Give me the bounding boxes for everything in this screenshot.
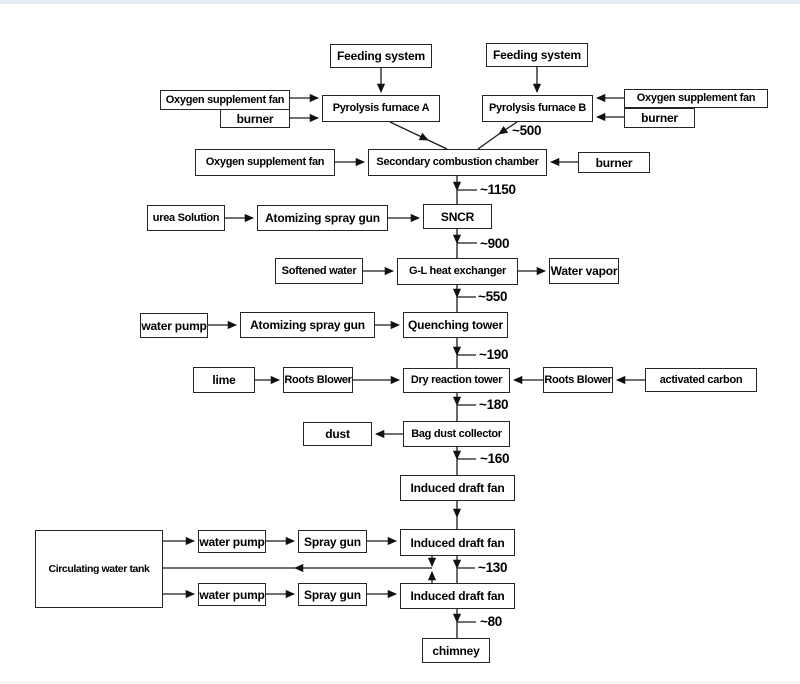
node-induced-draft-fan-1: Induced draft fan: [400, 475, 515, 501]
temp-1150: ~1150: [480, 182, 516, 197]
node-sncr: SNCR: [423, 204, 492, 229]
node-induced-draft-fan-3: Induced draft fan: [400, 583, 515, 609]
temp-180: ~180: [479, 397, 509, 412]
node-urea-solution: urea Solution: [147, 205, 225, 231]
node-softened-water: Softened water: [275, 258, 363, 284]
node-quenching-tower: Quenching tower: [403, 312, 508, 338]
temp-550: ~550: [478, 289, 508, 304]
window-top-border: [0, 0, 800, 4]
node-feeding-system-a: Feeding system: [330, 44, 432, 68]
node-circulating-water-tank: Circulating water tank: [35, 530, 163, 608]
node-dust: dust: [303, 422, 372, 446]
node-oxygen-supplement-fan-right: Oxygen supplement fan: [624, 89, 768, 108]
window-bottom-border: [0, 682, 800, 683]
node-dry-reaction-tower: Dry reaction tower: [403, 368, 510, 393]
node-burner-right: burner: [624, 108, 695, 128]
node-spray-gun-lower: Spray gun: [298, 583, 367, 606]
node-bag-dust-collector: Bag dust collector: [403, 421, 510, 447]
temp-500: ~500: [512, 123, 542, 138]
node-secondary-combustion-chamber: Secondary combustion chamber: [368, 149, 547, 176]
node-water-pump-lower: water pump: [198, 583, 266, 606]
node-feeding-system-b: Feeding system: [486, 43, 588, 67]
node-water-pump-quench: water pump: [140, 313, 208, 338]
node-roots-blower-right: Roots Blower: [543, 367, 613, 393]
node-burner-left: burner: [220, 109, 290, 128]
temp-190: ~190: [479, 347, 509, 362]
node-lime: lime: [193, 367, 255, 393]
node-activated-carbon: activated carbon: [645, 368, 757, 392]
node-spray-gun-upper: Spray gun: [298, 530, 367, 553]
node-pyrolysis-furnace-a: Pyrolysis furnace A: [322, 95, 440, 122]
node-roots-blower-left: Roots Blower: [283, 367, 353, 393]
node-burner-chamber: burner: [578, 152, 650, 173]
node-gl-heat-exchanger: G-L heat exchanger: [397, 258, 518, 285]
node-water-pump-upper: water pump: [198, 530, 266, 553]
arrow-lines: [163, 67, 645, 638]
node-atomizing-spray-gun-1: Atomizing spray gun: [257, 205, 388, 231]
temp-900: ~900: [480, 236, 510, 251]
temp-80: ~80: [480, 614, 502, 629]
node-chimney: chimney: [422, 638, 490, 663]
node-oxygen-supplement-fan-chamber: Oxygen supplement fan: [195, 149, 335, 176]
node-pyrolysis-furnace-b: Pyrolysis furnace B: [482, 95, 593, 122]
temp-160: ~160: [480, 451, 510, 466]
temp-130: ~130: [478, 560, 508, 575]
node-induced-draft-fan-2: Induced draft fan: [400, 529, 515, 556]
node-water-vapor: Water vapor: [549, 258, 619, 284]
node-atomizing-spray-gun-2: Atomizing spray gun: [240, 312, 375, 338]
node-oxygen-supplement-fan-left: Oxygen supplement fan: [160, 90, 290, 110]
